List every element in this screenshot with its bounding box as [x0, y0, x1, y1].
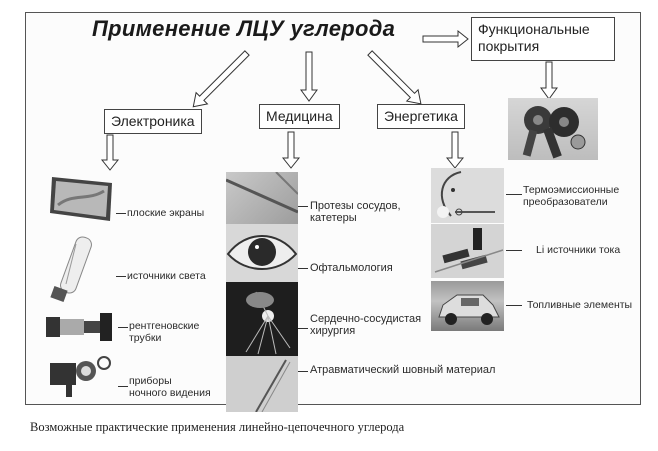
tube-icon [46, 313, 112, 341]
thermionic-converter-image [431, 168, 504, 223]
arrow-to-coatings [422, 29, 469, 49]
monitor-icon [50, 177, 112, 221]
item-label-line: катетеры [310, 212, 357, 224]
leader-line [506, 305, 522, 306]
suture-needle-image [226, 356, 298, 412]
night-vision-device-image [46, 353, 114, 399]
arrow-energy-down [445, 131, 465, 169]
needle-icon [255, 359, 291, 412]
item-label: рентгеновские трубки [129, 320, 199, 344]
category-functional-coatings: Функциональные покрытия [471, 17, 615, 61]
category-label: Медицина [266, 108, 333, 124]
arrow-to-medicine [300, 51, 318, 102]
car-image [431, 281, 504, 331]
car-icon [438, 294, 500, 325]
leader-line [298, 328, 308, 329]
category-medicine: Медицина [259, 104, 340, 129]
leader-line [506, 250, 522, 251]
item-label: Протезы сосудов, катетеры [310, 200, 401, 224]
item-label: Сердечно-сосудистая хирургия [310, 313, 421, 337]
category-energy: Энергетика [377, 104, 465, 129]
arrow-to-electronics [192, 50, 250, 108]
category-electronics: Электроника [104, 109, 202, 134]
item-label: Li источники тока [536, 244, 621, 256]
item-label-line: Термоэмиссионные [523, 184, 620, 196]
item-label-line: Сердечно-сосудистая [310, 313, 422, 325]
category-label: Энергетика [384, 108, 458, 124]
figure-caption: Возможные практические применения линейн… [30, 420, 405, 434]
eye-icon [226, 235, 298, 270]
leader-line [118, 327, 128, 328]
diagram-title: Применение ЛЦУ углерода [92, 16, 396, 41]
batteries-image [431, 224, 504, 278]
item-label-line: хирургия [310, 325, 356, 337]
surgery-image [226, 282, 298, 356]
x-ray-tube-image [44, 309, 116, 345]
leader-line [116, 213, 126, 214]
item-label-line: приборы [129, 375, 172, 387]
category-label-line: покрытия [478, 38, 540, 54]
surgery-icon [245, 291, 291, 355]
leader-line [298, 268, 308, 269]
light-bulb-image [46, 234, 108, 304]
item-label-line: Протезы сосудов, [310, 200, 401, 212]
catheter-image [226, 172, 298, 224]
arrow-to-energy [367, 50, 422, 105]
gear-icon [522, 106, 586, 159]
item-label-line: преобразователи [523, 196, 608, 208]
item-label: Термоэмиссионные преобразователи [523, 184, 619, 208]
item-label: приборы ночного видения [129, 375, 211, 399]
diagram-frame [25, 12, 641, 405]
category-label-line: Функциональные [478, 21, 590, 37]
item-label-line: трубки [129, 332, 162, 344]
category-label: Электроника [111, 113, 195, 129]
eye-image [226, 224, 298, 282]
catheter-icon [226, 172, 298, 214]
item-label: Атравматический шовный материал [310, 364, 496, 376]
item-label: плоские экраны [127, 207, 205, 219]
arrow-electronics-down [100, 134, 120, 171]
night-vision-icon [50, 356, 111, 397]
item-label: Офтальмология [310, 262, 393, 274]
leader-line [116, 276, 126, 277]
item-label-line: рентгеновские [129, 320, 200, 332]
leader-line [118, 386, 128, 387]
flat-screen-image [48, 175, 114, 223]
coated-gears-image [508, 98, 598, 160]
arrow-coatings-down [540, 61, 558, 100]
converter-icon [437, 171, 495, 218]
arrow-medicine-down [281, 131, 301, 169]
item-label: Топливные элементы [527, 299, 633, 311]
leader-line [298, 206, 308, 207]
leader-line [298, 371, 308, 372]
item-label-line: ночного видения [129, 387, 211, 399]
item-label: источники света [127, 270, 206, 282]
lamp-icon [50, 236, 92, 303]
leader-line [506, 194, 522, 195]
battery-icon [434, 228, 504, 273]
